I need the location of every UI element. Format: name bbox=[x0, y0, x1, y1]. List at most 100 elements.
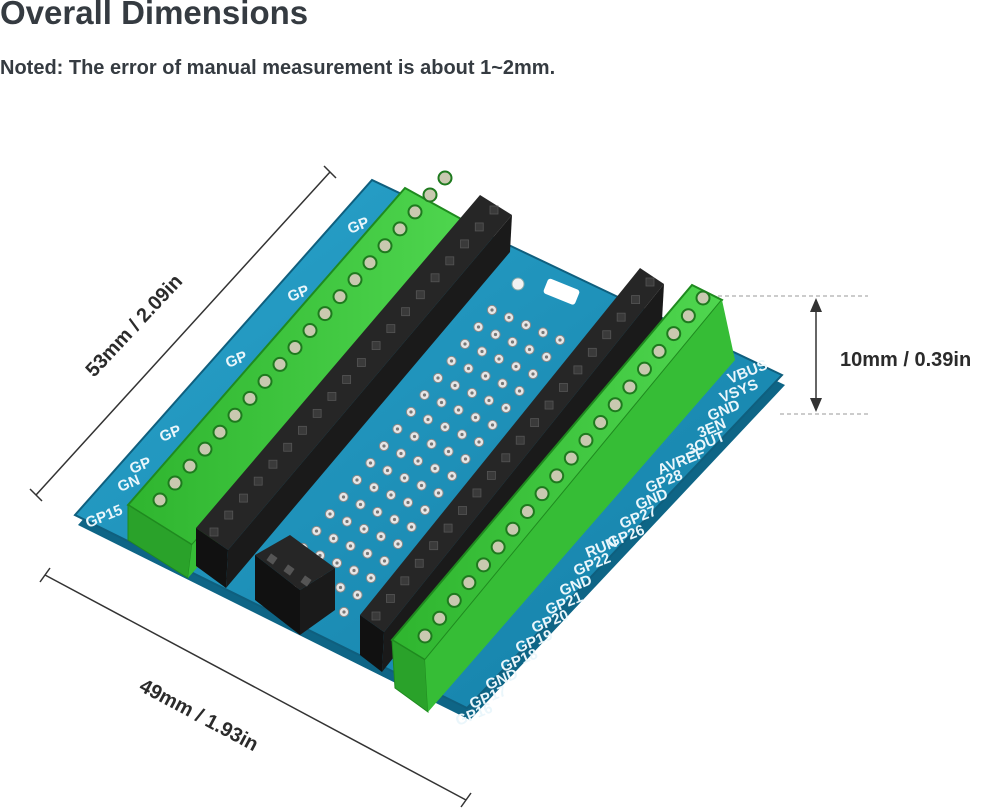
width-label: 49mm / 1.93in bbox=[136, 675, 262, 756]
pad-hole bbox=[423, 508, 427, 512]
terminal-screw bbox=[432, 610, 448, 626]
socket-hole bbox=[573, 365, 583, 375]
terminal-screw bbox=[242, 390, 258, 406]
pad-hole bbox=[456, 408, 461, 412]
socket-hole bbox=[415, 290, 425, 300]
pad-hole bbox=[396, 542, 400, 546]
socket-hole bbox=[559, 383, 568, 392]
socket-hole bbox=[239, 493, 248, 503]
pad-hole bbox=[477, 440, 481, 444]
dimension-height: 10mm / 0.39in bbox=[718, 295, 971, 415]
terminal-screw bbox=[593, 415, 609, 431]
terminal-screw bbox=[332, 289, 348, 305]
pad-hole bbox=[470, 391, 474, 395]
pad-hole bbox=[460, 432, 464, 437]
pad-hole bbox=[558, 338, 562, 342]
socket-hole bbox=[224, 510, 234, 520]
height-label: 10mm / 0.39in bbox=[840, 349, 971, 371]
socket-hole bbox=[342, 375, 352, 384]
right-terminal-block bbox=[390, 283, 735, 714]
terminal-screw bbox=[417, 628, 433, 644]
socket-hole bbox=[443, 523, 453, 533]
pad-hole bbox=[355, 593, 360, 597]
pad-hole bbox=[453, 383, 457, 388]
socket-hole bbox=[283, 442, 293, 452]
terminal-screw bbox=[197, 441, 213, 457]
pad-hole bbox=[480, 349, 484, 354]
small-header bbox=[255, 535, 335, 635]
pad-hole bbox=[409, 525, 414, 529]
pad-hole bbox=[392, 517, 397, 522]
pad-hole bbox=[345, 519, 349, 524]
pad-hole bbox=[517, 389, 522, 393]
socket-hole bbox=[298, 425, 307, 435]
pad-hole bbox=[527, 347, 532, 352]
pad-hole bbox=[463, 342, 467, 346]
pad-hole bbox=[362, 527, 366, 531]
socket-hole bbox=[327, 392, 337, 401]
terminal-screw bbox=[362, 255, 378, 271]
terminal-screw bbox=[272, 356, 288, 372]
pad-hole bbox=[426, 417, 430, 422]
pad-hole bbox=[368, 461, 373, 465]
pad-hole bbox=[395, 427, 400, 431]
pad-hole bbox=[483, 374, 488, 378]
pad-hole bbox=[335, 561, 339, 565]
socket-hole bbox=[312, 408, 322, 418]
page-title: Overall Dimensions bbox=[0, 0, 309, 31]
pad-hole bbox=[450, 474, 454, 478]
pad-hole bbox=[514, 364, 518, 369]
terminal-screw bbox=[490, 539, 506, 555]
socket-hole bbox=[401, 307, 410, 317]
pad-hole bbox=[375, 510, 380, 514]
pad-hole bbox=[328, 512, 332, 516]
pad-hole bbox=[541, 330, 545, 335]
pad-hole bbox=[352, 568, 356, 573]
terminal-screw bbox=[446, 592, 462, 608]
terminal-screw bbox=[152, 492, 168, 508]
pin-label: GP bbox=[285, 282, 311, 306]
socket-hole bbox=[429, 541, 439, 551]
pad-hole bbox=[422, 393, 427, 397]
pad-hole bbox=[449, 359, 454, 363]
terminal-screw bbox=[549, 468, 565, 484]
pad-hole bbox=[439, 400, 444, 405]
socket-hole bbox=[515, 435, 525, 445]
socket-hole bbox=[460, 239, 469, 249]
pin-label: GP bbox=[127, 454, 153, 478]
pad-hole bbox=[389, 493, 393, 497]
terminal-screw bbox=[437, 170, 453, 186]
socket-hole bbox=[631, 295, 640, 304]
socket-hole bbox=[400, 576, 410, 586]
pad-hole bbox=[490, 423, 495, 427]
pad-hole bbox=[443, 425, 447, 429]
terminal-screw bbox=[377, 238, 393, 254]
terminal-screw bbox=[392, 221, 408, 237]
terminal-screw bbox=[182, 458, 198, 474]
terminal-screw bbox=[257, 373, 273, 389]
socket-hole bbox=[587, 347, 597, 357]
socket-hole bbox=[616, 312, 626, 322]
terminal-screw bbox=[227, 407, 243, 423]
pad-hole bbox=[385, 468, 390, 473]
pad-hole bbox=[497, 357, 501, 361]
pad-hole bbox=[433, 466, 437, 471]
pad-hole bbox=[473, 415, 478, 420]
pad-hole bbox=[372, 485, 376, 490]
pad-hole bbox=[365, 551, 370, 556]
socket-hole bbox=[530, 418, 540, 428]
pad-hole bbox=[342, 610, 346, 614]
socket-hole bbox=[602, 330, 612, 340]
pad-hole bbox=[412, 434, 417, 439]
pin-label: GP bbox=[345, 214, 371, 238]
pad-hole bbox=[399, 451, 403, 456]
terminal-screw bbox=[476, 557, 492, 573]
socket-hole bbox=[544, 400, 554, 410]
pad-hole bbox=[487, 398, 491, 403]
socket-hole bbox=[458, 506, 467, 515]
pad-hole bbox=[466, 366, 471, 371]
pad-hole bbox=[419, 483, 424, 488]
socket-hole bbox=[253, 476, 263, 486]
socket-hole bbox=[268, 459, 278, 469]
